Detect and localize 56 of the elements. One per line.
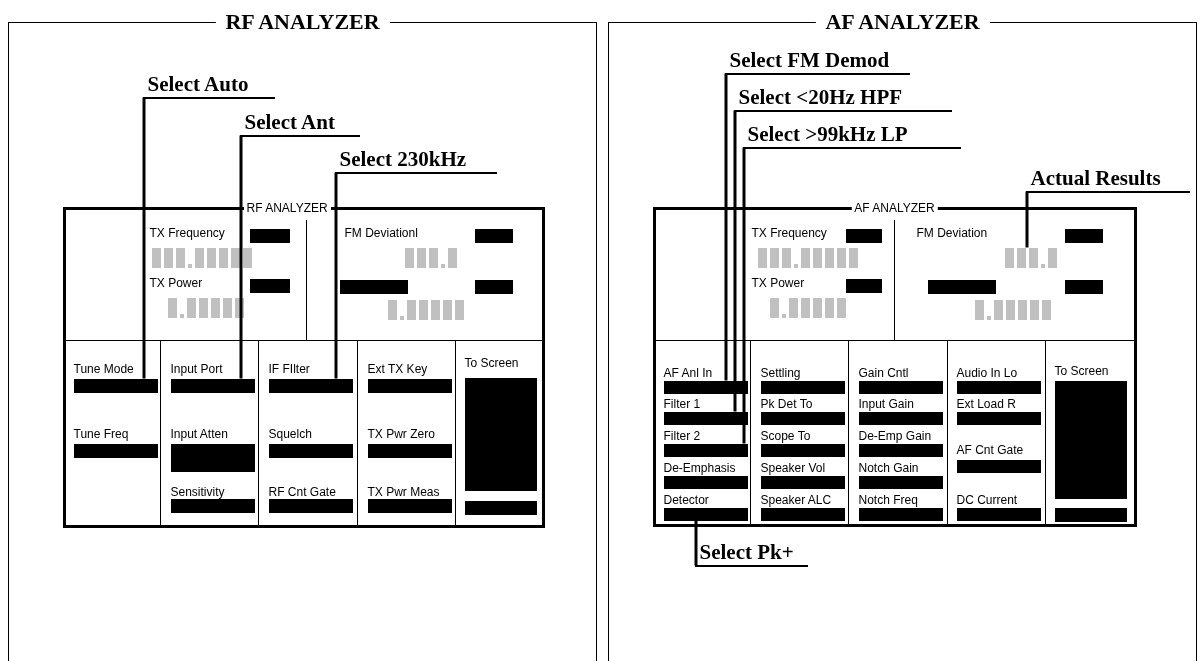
leader-line bbox=[724, 73, 728, 381]
leader-line bbox=[239, 135, 243, 379]
field-label: Settling bbox=[760, 365, 801, 380]
field-label: AF Anl In bbox=[663, 365, 713, 380]
leader-line bbox=[694, 520, 698, 566]
field-label: De-Emphasis bbox=[663, 460, 736, 475]
leader-line bbox=[733, 110, 737, 412]
callout-text: Select Pk+ bbox=[694, 539, 808, 567]
callout-text: Select FM Demod bbox=[724, 47, 910, 75]
callout-text: Actual Results bbox=[1025, 165, 1190, 193]
field-label: Tune Freq bbox=[73, 426, 129, 441]
field-label: TX Pwr Meas bbox=[367, 484, 440, 499]
field-label: Ext Load R bbox=[956, 396, 1016, 411]
field-label: Filter 1 bbox=[663, 396, 701, 411]
leader-line bbox=[1025, 191, 1029, 248]
field-label: Notch Freq bbox=[858, 492, 918, 507]
field-label: Input Gain bbox=[858, 396, 914, 411]
field-label: Scope To bbox=[760, 428, 811, 443]
callout-text: Select <20Hz HPF bbox=[733, 84, 952, 112]
meter-label: TX Power bbox=[751, 275, 805, 290]
field-label: Squelch bbox=[268, 426, 312, 441]
callout-text: Select Auto bbox=[142, 71, 275, 99]
field-label: AF Cnt Gate bbox=[956, 442, 1024, 457]
field-label: Detector bbox=[663, 492, 709, 507]
field-label: Input Port bbox=[170, 361, 223, 376]
field-label: To Screen bbox=[1054, 363, 1109, 378]
field-label: To Screen bbox=[464, 355, 519, 370]
field-label: De-Emp Gain bbox=[858, 428, 932, 443]
meter-label: FM Deviation bbox=[916, 225, 988, 240]
field-label: Audio In Lo bbox=[956, 365, 1018, 380]
field-label: Speaker Vol bbox=[760, 460, 826, 475]
callout-text: Select Ant bbox=[239, 109, 360, 137]
field-label: Speaker ALC bbox=[760, 492, 832, 507]
meter-label: TX Power bbox=[149, 275, 203, 290]
field-label: Notch Gain bbox=[858, 460, 919, 475]
field-label: Input Atten bbox=[170, 426, 228, 441]
meter-label: FM Deviationl bbox=[344, 225, 418, 240]
field-label: Filter 2 bbox=[663, 428, 701, 443]
field-label: DC Current bbox=[956, 492, 1018, 507]
field-label: TX Pwr Zero bbox=[367, 426, 435, 441]
leader-line bbox=[142, 97, 146, 379]
field-label: Tune Mode bbox=[73, 361, 134, 376]
leader-line bbox=[334, 172, 338, 379]
field-label: Sensitivity bbox=[170, 484, 225, 499]
screen-title: RF ANALYZER bbox=[243, 200, 331, 215]
callout-text: Select 230kHz bbox=[334, 146, 497, 174]
field-label: Gain Cntl bbox=[858, 365, 909, 380]
callout-text: Select >99kHz LP bbox=[742, 121, 961, 149]
meter-label: TX Frequency bbox=[751, 225, 827, 240]
field-label: Pk Det To bbox=[760, 396, 813, 411]
meter-label: TX Frequency bbox=[149, 225, 225, 240]
field-label: Ext TX Key bbox=[367, 361, 428, 376]
leader-line bbox=[742, 147, 746, 444]
field-label: RF Cnt Gate bbox=[268, 484, 336, 499]
field-label: IF FIlter bbox=[268, 361, 310, 376]
screen-title: AF ANALYZER bbox=[851, 200, 938, 215]
